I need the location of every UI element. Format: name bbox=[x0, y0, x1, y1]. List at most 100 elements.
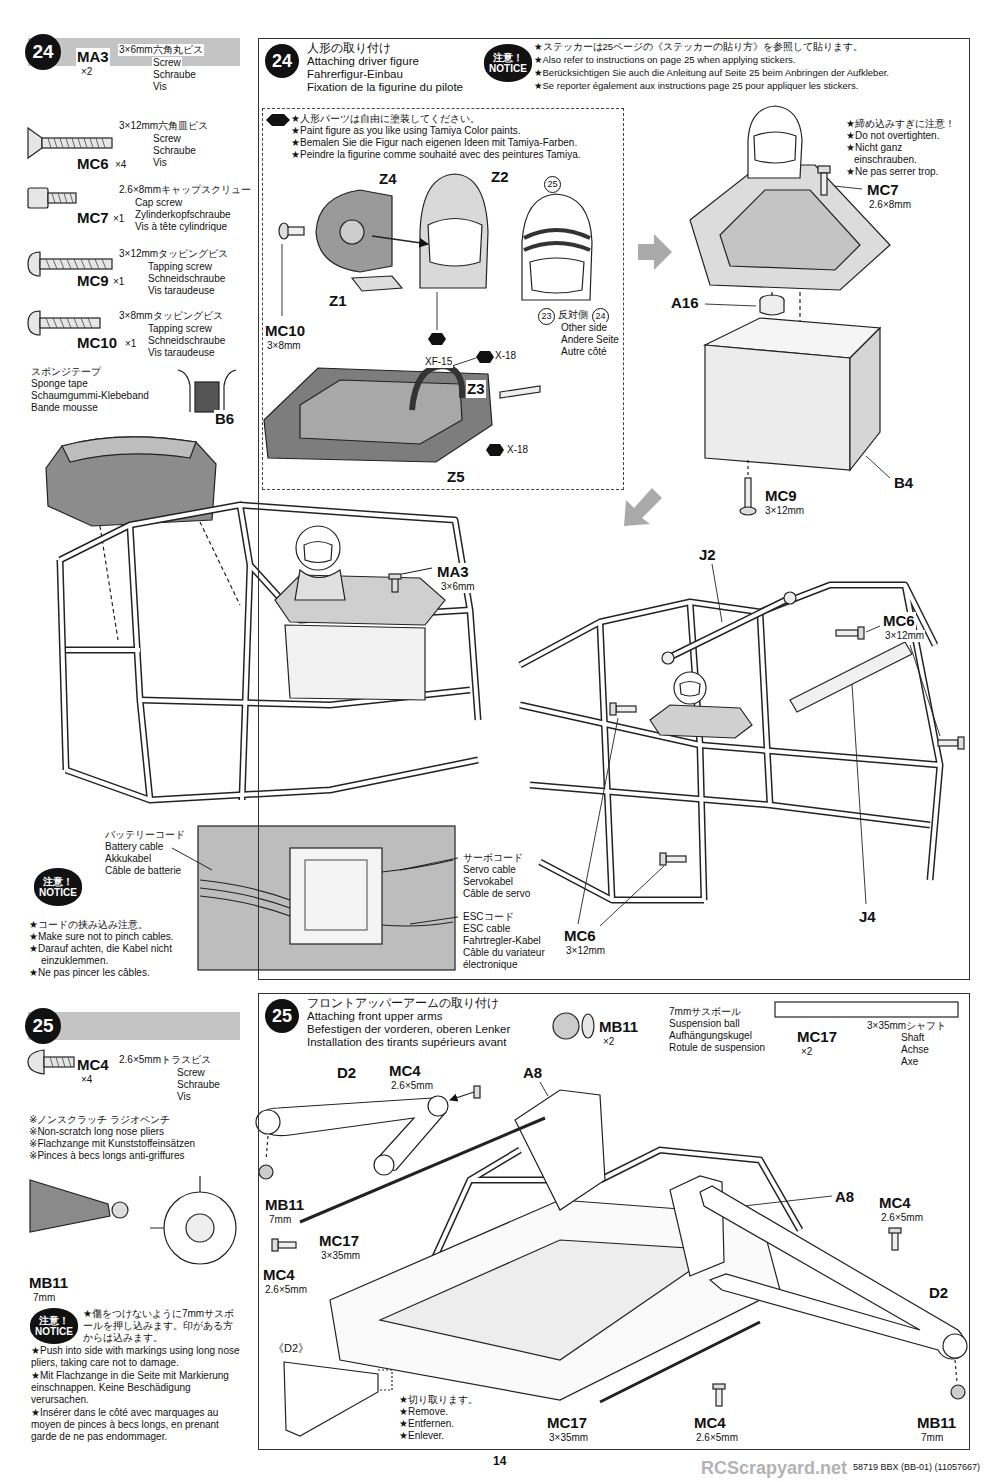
seat-assembly bbox=[754, 132, 796, 163]
note-text: 3×6mm bbox=[440, 581, 476, 593]
note-text: Fahrtregler-Kabel bbox=[462, 935, 542, 947]
roll-cage-parts bbox=[578, 564, 964, 926]
note-text: Suspension ball bbox=[668, 1018, 741, 1030]
part-code: MA3 bbox=[76, 48, 110, 66]
part-code: MB11 bbox=[598, 1018, 639, 1036]
part-code: A8 bbox=[834, 1188, 855, 1206]
arm-assembly bbox=[450, 1092, 474, 1100]
note-text: ★Paint figure as you like using Tamiya C… bbox=[291, 125, 520, 137]
note-text: Vis à tête cylindrique bbox=[134, 221, 228, 233]
note-text: 2.6×5mm bbox=[695, 1432, 739, 1444]
note-text: 2.6×8mmキャップスクリュー bbox=[118, 184, 252, 196]
note-text: Rotule de suspension bbox=[668, 1042, 766, 1054]
note-text: ×2 bbox=[80, 66, 93, 78]
note-text: Sponge tape bbox=[30, 378, 89, 390]
pliers-drawing bbox=[150, 1176, 200, 1228]
part-code: B4 bbox=[893, 474, 914, 492]
arm-assembly bbox=[300, 1118, 545, 1222]
part-code: MC9 bbox=[76, 272, 110, 290]
seated-figure bbox=[389, 574, 401, 579]
step-title: Attaching front upper arms bbox=[307, 1010, 443, 1023]
callout-number: 23 bbox=[538, 308, 555, 325]
illustration bbox=[520, 585, 940, 900]
note-text: ×1 bbox=[112, 213, 125, 225]
figure-parts bbox=[524, 230, 590, 250]
step-title: 人形の取り付け bbox=[307, 42, 391, 55]
note-text: Achse bbox=[900, 1044, 930, 1056]
note-text: ★ステッカーは25ページの《ステッカーの貼り方》を参照して貼ります。 bbox=[533, 41, 864, 52]
note-text: バッテリーコード bbox=[104, 829, 186, 841]
arm-assembly bbox=[428, 1096, 448, 1116]
screw-icons bbox=[44, 1057, 74, 1067]
arm-assembly bbox=[951, 1385, 965, 1399]
note-text: Screw bbox=[152, 57, 182, 69]
note-text: 7mmサスボール bbox=[668, 1006, 742, 1018]
arm-assembly bbox=[943, 1334, 967, 1358]
note-text: 2.6×5mm bbox=[264, 1284, 308, 1296]
screw-icons bbox=[28, 252, 40, 276]
part-code: MC7 bbox=[76, 209, 110, 227]
step-title: Fixation de la figurine du pilote bbox=[307, 81, 463, 94]
screw-threads bbox=[46, 46, 106, 1067]
figure-parts bbox=[420, 174, 488, 288]
note-text: ×1 bbox=[112, 276, 125, 288]
roll-cage-parts bbox=[858, 627, 864, 639]
roll-cage-parts bbox=[852, 684, 866, 904]
note-text: スポンジテープ bbox=[30, 366, 102, 378]
note-text: Schneidschraube bbox=[147, 273, 226, 285]
pliers-drawing bbox=[30, 1180, 110, 1232]
part-code: MC10 bbox=[264, 322, 306, 340]
arm-assembly bbox=[256, 1002, 967, 1436]
roll-cage-parts bbox=[616, 706, 636, 712]
note-text: 7mm bbox=[920, 1432, 944, 1444]
arm-assembly bbox=[892, 1232, 898, 1250]
note-text: einschrauben. bbox=[853, 154, 918, 166]
note-text: Shaft bbox=[900, 1032, 925, 1044]
note-text: ★Insérer dans le côté avec marquages au … bbox=[30, 1407, 242, 1443]
pliers-drawing bbox=[112, 1202, 128, 1218]
figure-parts bbox=[316, 190, 392, 272]
seat-assembly bbox=[720, 190, 860, 270]
arm-assembly bbox=[378, 1370, 392, 1390]
illustration bbox=[60, 505, 478, 800]
roll-cage-parts bbox=[790, 642, 912, 712]
note-text: X-18 bbox=[494, 350, 517, 362]
arm-assembly bbox=[259, 1165, 273, 1179]
note-text: Battery cable bbox=[104, 841, 164, 853]
note-text: ★Darauf achten, die Kabel nicht bbox=[28, 943, 173, 955]
arm-assembly bbox=[272, 1239, 278, 1251]
figure-parts bbox=[372, 236, 428, 244]
step-title: Installation des tirants supérieurs avan… bbox=[307, 1036, 506, 1049]
step-number-bar: 25 bbox=[28, 1012, 240, 1040]
note-text: ×1 bbox=[124, 338, 137, 350]
arm-assembly bbox=[889, 1228, 901, 1233]
note-text: ★Se reporter également aux instructions … bbox=[533, 80, 859, 91]
part-code: A8 bbox=[522, 1064, 543, 1082]
step-title: Befestigen der vorderen, oberen Lenker bbox=[307, 1023, 510, 1036]
part-code: MC4 bbox=[878, 1194, 912, 1212]
note-text: électronique bbox=[462, 959, 518, 971]
cable-inset bbox=[290, 848, 382, 944]
cable-inset bbox=[198, 826, 455, 970]
note-text: ★Ne pas serrer trop. bbox=[845, 166, 939, 178]
seat-assembly bbox=[740, 507, 756, 515]
step-number: 25 bbox=[25, 1008, 61, 1044]
step-title: フロントアッパーアームの取り付け bbox=[307, 997, 499, 1010]
screw-threads bbox=[48, 138, 105, 148]
part-code: MC4 bbox=[693, 1414, 727, 1432]
note-text: Tapping screw bbox=[147, 323, 213, 335]
roll-cage-parts bbox=[712, 564, 722, 622]
part-code: Z1 bbox=[328, 292, 348, 310]
notice-label: 注意！ NOTICE bbox=[486, 52, 530, 74]
paint-icon bbox=[476, 351, 494, 363]
seated-figure bbox=[296, 526, 340, 570]
cable-inset bbox=[172, 848, 458, 924]
note-text: Bande mousse bbox=[30, 402, 99, 414]
part-code: D2 bbox=[336, 1064, 357, 1082]
roll-cage-parts bbox=[958, 737, 964, 749]
part-code: MC4 bbox=[76, 1056, 110, 1074]
part-code: MC4 bbox=[388, 1062, 422, 1080]
note-text: Servo cable bbox=[462, 864, 517, 876]
screw-threads bbox=[46, 318, 92, 328]
sponge-tape bbox=[178, 370, 236, 412]
